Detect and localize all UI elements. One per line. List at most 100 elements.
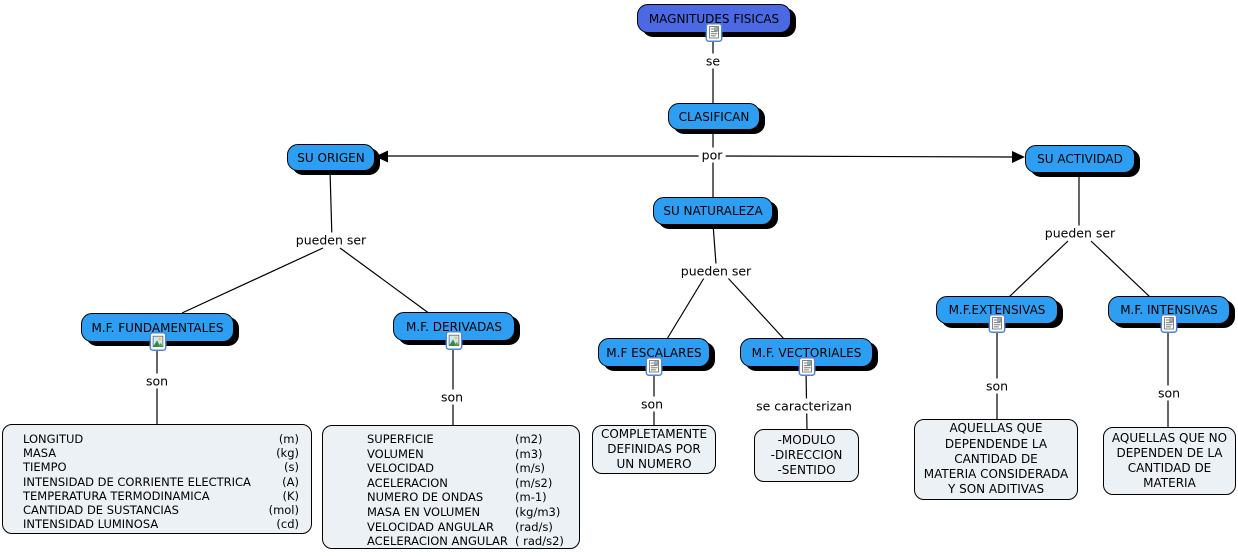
quantity-name: VELOCIDAD — [367, 461, 434, 476]
quantity-unit: ( rad/s2) — [515, 534, 564, 549]
definition-line: DEPENDEN DE LA — [1116, 445, 1223, 460]
linking-phrase-pueden-ser-naturaleza[interactable]: pueden ser — [677, 263, 755, 279]
definition-line: COMPLETAMENTE — [600, 426, 708, 441]
quantity-unit: (m2) — [515, 432, 543, 446]
unit-row: NUMERO DE ONDAS (m-1) — [323, 490, 579, 505]
quantity-unit: (m/s2) — [515, 475, 553, 490]
definition-line: Y SON ADITIVAS — [947, 482, 1045, 497]
intensivas-definition-box[interactable]: AQUELLAS QUE NO DEPENDEN DE LA CANTIDAD … — [1103, 427, 1236, 495]
concept-label: M.F. DERIVADAS — [406, 319, 502, 334]
concept-label: SU ACTIVIDAD — [1037, 152, 1123, 166]
quantity-name: VELOCIDAD ANGULAR — [367, 519, 494, 534]
quantity-unit: (kg/m3) — [515, 504, 561, 519]
quantity-name: NUMERO DE ONDAS — [367, 490, 484, 505]
document-image-icon[interactable] — [988, 314, 1006, 333]
concept-clasifican[interactable]: CLASIFICAN — [668, 103, 760, 130]
definition-line: -MODULO — [777, 432, 836, 447]
definition-line: UN NUMERO — [616, 457, 692, 472]
definition-line: AQUELLAS QUE — [949, 421, 1043, 436]
quantity-name: MASA EN VOLUMEN — [367, 504, 481, 519]
linking-phrase-se-caracterizan[interactable]: se caracterizan — [753, 398, 855, 414]
quantity-name: LONGITUD — [23, 432, 84, 446]
unit-row: SUPERFICIE (m2) — [323, 432, 579, 447]
quantity-name: VOLUMEN — [367, 446, 424, 461]
unit-row: VELOCIDAD (m/s) — [323, 461, 579, 476]
unit-row: CANTIDAD DE SUSTANCIAS (mol) — [3, 503, 311, 517]
unit-row: VOLUMEN (m3) — [323, 447, 579, 462]
concept-mf-vectoriales[interactable]: M.F. VECTORIALES — [740, 338, 873, 376]
definition-line: CANTIDAD DE — [954, 451, 1038, 466]
quantity-name: CANTIDAD DE SUSTANCIAS — [23, 503, 179, 518]
definition-line: -SENTIDO — [777, 463, 836, 478]
quantity-unit: (mol) — [268, 503, 299, 518]
quantity-unit: (s) — [284, 460, 299, 475]
linking-phrase-son-escalares[interactable]: son — [637, 396, 667, 412]
vectoriales-definition-box[interactable]: -MODULO -DIRECCION -SENTIDO — [754, 429, 859, 482]
quantity-unit: (cd) — [276, 517, 299, 532]
quantity-unit: (m3) — [515, 446, 543, 461]
quantity-name: SUPERFICIE — [367, 432, 434, 446]
concept-mf-escalares[interactable]: M.F ESCALARES — [598, 338, 710, 376]
concept-su-origen[interactable]: SU ORIGEN — [287, 144, 375, 171]
linking-phrase-son-derivadas[interactable]: son — [437, 389, 467, 405]
concept-magnitudes-fisicas[interactable]: MAGNITUDES FISICAS — [637, 4, 791, 42]
quantity-unit: (m-1) — [515, 490, 547, 505]
derivadas-units-box[interactable]: SUPERFICIE (m2) VOLUMEN (m3) VELOCIDAD (m/s… — [322, 425, 580, 549]
quantity-name: TEMPERATURA TERMODINAMICA — [23, 488, 210, 503]
escalares-definition-box[interactable]: COMPLETAMENTE DEFINIDAS POR UN NUMERO — [592, 425, 716, 474]
quantity-name: ACELERACION ANGULAR — [367, 534, 508, 549]
document-image-icon[interactable] — [798, 357, 815, 376]
linking-phrase-son-intensivas[interactable]: son — [1154, 385, 1184, 401]
image-icon[interactable] — [445, 331, 463, 350]
concept-su-naturaleza[interactable]: SU NATURALEZA — [653, 197, 773, 225]
extensivas-definition-box[interactable]: AQUELLAS QUE DEPENDENDE LA CANTIDAD DE M… — [914, 419, 1078, 500]
concept-mf-intensivas[interactable]: M.F. INTENSIVAS — [1108, 296, 1230, 333]
concept-label: SU ORIGEN — [297, 150, 365, 165]
concept-label: SU NATURALEZA — [663, 204, 763, 218]
concept-label: CLASIFICAN — [678, 109, 750, 124]
quantity-name: INTENSIDAD LUMINOSA — [23, 517, 159, 532]
concept-su-actividad[interactable]: SU ACTIVIDAD — [1025, 145, 1135, 173]
concept-label: M.F ESCALARES — [606, 345, 702, 360]
concept-label: M.F. VECTORIALES — [751, 345, 862, 360]
unit-row: INTENSIDAD LUMINOSA (cd) — [3, 517, 311, 531]
quantity-unit: (kg) — [276, 446, 299, 461]
quantity-name: ACELERACION — [367, 475, 448, 490]
concept-mf-extensivas[interactable]: M.F.EXTENSIVAS — [936, 296, 1058, 333]
document-image-icon[interactable] — [705, 23, 723, 42]
document-image-icon[interactable] — [645, 357, 663, 376]
linking-phrase-se[interactable]: se — [702, 53, 724, 69]
quantity-unit: (A) — [282, 474, 299, 489]
linking-phrase-son-fundamentales[interactable]: son — [142, 373, 172, 389]
definition-line: -DIRECCION — [770, 447, 843, 462]
quantity-unit: (m/s) — [515, 461, 546, 476]
definition-line: DEPENDENDE LA — [944, 436, 1048, 451]
linking-phrase-pueden-ser-origen[interactable]: pueden ser — [292, 232, 370, 248]
unit-row: TEMPERATURA TERMODINAMICA(K) — [3, 489, 311, 503]
concept-mf-derivadas[interactable]: M.F. DERIVADAS — [393, 312, 515, 350]
definition-line: MATERIA — [1143, 476, 1196, 491]
linking-phrase-por[interactable]: por — [698, 147, 726, 163]
definition-line: MATERIA CONSIDERADA — [923, 467, 1069, 482]
concept-mf-fundamentales[interactable]: M.F. FUNDAMENTALES — [81, 313, 234, 351]
unit-row: MASA EN VOLUMEN (kg/m3) — [323, 505, 579, 520]
quantity-name: MASA — [23, 446, 57, 461]
linking-phrase-pueden-ser-actividad[interactable]: pueden ser — [1041, 225, 1119, 241]
quantity-name: INTENSIDAD DE CORRIENTE ELECTRICA — [23, 474, 251, 489]
unit-row: TIEMPO(s) — [3, 460, 311, 474]
concept-label: M.F.EXTENSIVAS — [948, 303, 1046, 317]
linking-phrase-son-extensivas[interactable]: son — [982, 378, 1012, 394]
concept-label: MAGNITUDES FISICAS — [648, 11, 780, 26]
unit-row: VELOCIDAD ANGULAR(rad/s) — [323, 520, 579, 535]
concept-label: M.F. FUNDAMENTALES — [91, 320, 224, 335]
unit-row: ACELERACION ANGULAR ( rad/s2) — [323, 534, 579, 549]
definition-line: CANTIDAD DE — [1127, 461, 1212, 475]
fundamentales-units-box[interactable]: LONGITUD (m) MASA (kg) TIEMPO(s) INTENSIDA… — [2, 424, 312, 534]
image-icon[interactable] — [149, 332, 166, 351]
quantity-unit: (m) — [278, 432, 299, 446]
document-image-icon[interactable] — [1160, 314, 1178, 333]
unit-row: LONGITUD (m) — [3, 432, 311, 446]
definition-line: DEFINIDAS POR — [607, 441, 701, 456]
arrowhead-right — [1012, 151, 1025, 163]
